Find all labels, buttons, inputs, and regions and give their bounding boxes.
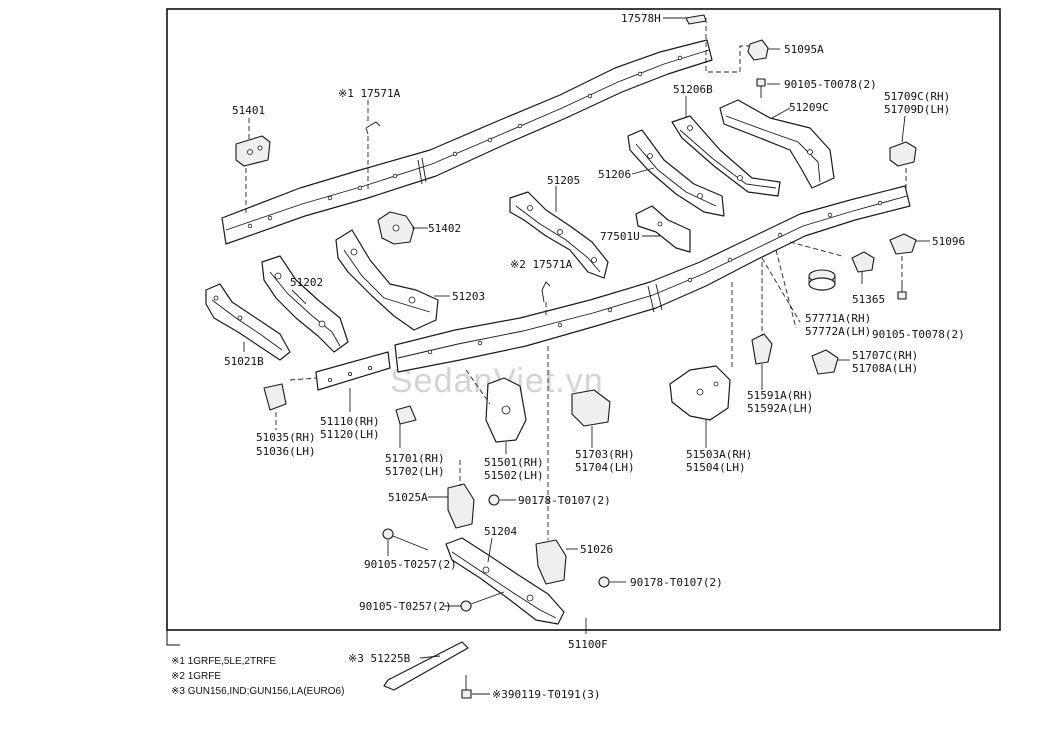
label-51703[interactable]: 51703(RH) bbox=[575, 448, 635, 461]
part-51209c-crossmember[interactable] bbox=[719, 99, 835, 189]
label-51591a[interactable]: 51591A(RH) bbox=[747, 389, 813, 402]
label-51709d[interactable]: 51709D(LH) bbox=[884, 103, 950, 116]
label-51096[interactable]: 51096 bbox=[932, 235, 965, 248]
label-51501[interactable]: 51501(RH) bbox=[484, 456, 544, 469]
bolt-90119[interactable] bbox=[461, 675, 472, 699]
part-51035-bracket[interactable] bbox=[263, 383, 287, 411]
label-51704[interactable]: 51704(LH) bbox=[575, 461, 635, 474]
nut-90178-a[interactable] bbox=[488, 494, 500, 506]
label-90119-t0191[interactable]: ※390119-T0191(3) bbox=[492, 688, 601, 701]
frame-rail-right[interactable] bbox=[394, 185, 911, 373]
label-51401[interactable]: 51401 bbox=[232, 104, 265, 117]
diagram-frame bbox=[166, 8, 1001, 631]
part-51205-crossmember[interactable] bbox=[509, 191, 609, 279]
part-57771a-bumper[interactable] bbox=[808, 269, 836, 291]
label-51204[interactable]: 51204 bbox=[484, 525, 517, 538]
label-90105-t0078-a[interactable]: 90105-T0078(2) bbox=[784, 78, 877, 91]
label-51206b[interactable]: 51206B bbox=[673, 83, 713, 96]
label-51026[interactable]: 51026 bbox=[580, 543, 613, 556]
footnote-1: ※1 1GRFE,5LE,2TRFE bbox=[171, 656, 276, 667]
nut-90178-b[interactable] bbox=[598, 576, 610, 588]
part-51401-bracket[interactable] bbox=[235, 135, 271, 167]
label-51592a[interactable]: 51592A(LH) bbox=[747, 402, 813, 415]
footnotes: ※1 1GRFE,5LE,2TRFE ※2 1GRFE ※3 GUN156,IN… bbox=[171, 656, 344, 697]
part-51096-bracket[interactable] bbox=[889, 233, 917, 255]
label-51025a[interactable]: 51025A bbox=[388, 491, 428, 504]
label-51702[interactable]: 51702(LH) bbox=[385, 465, 445, 478]
label-51707c[interactable]: 51707C(RH) bbox=[852, 349, 918, 362]
label-51701[interactable]: 51701(RH) bbox=[385, 452, 445, 465]
part-17571a-clip[interactable] bbox=[365, 121, 381, 135]
label-90105-t0257-b[interactable]: 90105-T0257(2) bbox=[359, 600, 452, 613]
label-51202[interactable]: 51202 bbox=[290, 276, 323, 289]
leader-lines bbox=[243, 17, 930, 695]
part-labels: 17578H 51095A 90105-T0078(2) 51401 ※1 17… bbox=[224, 12, 965, 701]
part-51206-crossmember[interactable] bbox=[627, 129, 725, 217]
label-51709c[interactable]: 51709C(RH) bbox=[884, 90, 950, 103]
label-51021b[interactable]: 51021B bbox=[224, 355, 264, 368]
label-90105-t0078-b[interactable]: 90105-T0078(2) bbox=[872, 328, 965, 341]
part-51703-bracket[interactable] bbox=[571, 389, 611, 427]
part-51206b-crossmember[interactable] bbox=[671, 115, 781, 197]
label-17571a-1[interactable]: ※1 17571A bbox=[338, 87, 401, 100]
footnote-2: ※2 1GRFE bbox=[171, 671, 221, 682]
part-51025a-bracket[interactable] bbox=[447, 483, 475, 529]
part-51204-crossmember[interactable] bbox=[445, 537, 565, 625]
part-51365-bracket[interactable] bbox=[851, 251, 875, 273]
frame-rail-left[interactable] bbox=[221, 39, 713, 245]
part-51709c-bracket[interactable] bbox=[889, 141, 917, 167]
part-17571a-clip-2[interactable] bbox=[541, 281, 551, 303]
part-51203-crossmember[interactable] bbox=[335, 229, 439, 331]
label-51110[interactable]: 51110(RH) bbox=[320, 415, 380, 428]
bolt-90105-d[interactable] bbox=[460, 591, 505, 612]
label-51206[interactable]: 51206 bbox=[598, 168, 631, 181]
part-51707c-bracket[interactable] bbox=[811, 349, 839, 375]
part-51503a-bracket[interactable] bbox=[669, 365, 731, 421]
label-17571a-2[interactable]: ※2 17571A bbox=[510, 258, 573, 271]
label-51402[interactable]: 51402 bbox=[428, 222, 461, 235]
label-51209c[interactable]: 51209C bbox=[789, 101, 829, 114]
part-51402-mount[interactable] bbox=[377, 211, 415, 245]
part-51225b-brace[interactable] bbox=[383, 641, 469, 691]
part-51501-bracket[interactable] bbox=[485, 377, 527, 443]
bolt-90105-b[interactable] bbox=[897, 283, 907, 300]
bolt-90105-c[interactable] bbox=[382, 528, 429, 551]
part-51110-reinforcement[interactable] bbox=[315, 351, 391, 391]
part-77501u-bracket[interactable] bbox=[635, 205, 691, 253]
label-17578h[interactable]: 17578H bbox=[621, 12, 661, 25]
footnote-3: ※3 GUN156,IND;GUN156,LA(EURO6) bbox=[171, 686, 344, 697]
label-57771a[interactable]: 57771A(RH) bbox=[805, 312, 871, 325]
label-51502[interactable]: 51502(LH) bbox=[484, 469, 544, 482]
label-90178-t0107-a[interactable]: 90178-T0107(2) bbox=[518, 494, 611, 507]
label-51365[interactable]: 51365 bbox=[852, 293, 885, 306]
label-51120[interactable]: 51120(LH) bbox=[320, 428, 380, 441]
part-51021b-crossmember[interactable] bbox=[205, 283, 291, 361]
bolt-90105-a[interactable] bbox=[756, 78, 766, 98]
label-57772a[interactable]: 57772A(LH) bbox=[805, 325, 871, 338]
footnote-bracket bbox=[166, 630, 180, 646]
label-51095a[interactable]: 51095A bbox=[784, 43, 824, 56]
label-51035[interactable]: 51035(RH) bbox=[256, 431, 316, 444]
label-51225b[interactable]: ※3 51225B bbox=[348, 652, 411, 665]
part-51591a-bracket[interactable] bbox=[751, 333, 773, 365]
label-51036[interactable]: 51036(LH) bbox=[256, 445, 316, 458]
label-90105-t0257-a[interactable]: 90105-T0257(2) bbox=[364, 558, 457, 571]
label-51504[interactable]: 51504(LH) bbox=[686, 461, 746, 474]
label-51708a[interactable]: 51708A(LH) bbox=[852, 362, 918, 375]
part-51701-bracket[interactable] bbox=[395, 405, 417, 425]
label-77501u[interactable]: 77501U bbox=[600, 230, 640, 243]
label-51100f[interactable]: 51100F bbox=[568, 638, 608, 651]
label-90178-t0107-b[interactable]: 90178-T0107(2) bbox=[630, 576, 723, 589]
part-51095a-bracket[interactable] bbox=[747, 39, 769, 61]
label-51503a[interactable]: 51503A(RH) bbox=[686, 448, 752, 461]
part-51202-crossmember[interactable] bbox=[261, 255, 349, 353]
part-17578h-clip[interactable] bbox=[685, 14, 707, 25]
label-51205[interactable]: 51205 bbox=[547, 174, 580, 187]
part-51026-bracket[interactable] bbox=[535, 539, 567, 585]
label-51203[interactable]: 51203 bbox=[452, 290, 485, 303]
